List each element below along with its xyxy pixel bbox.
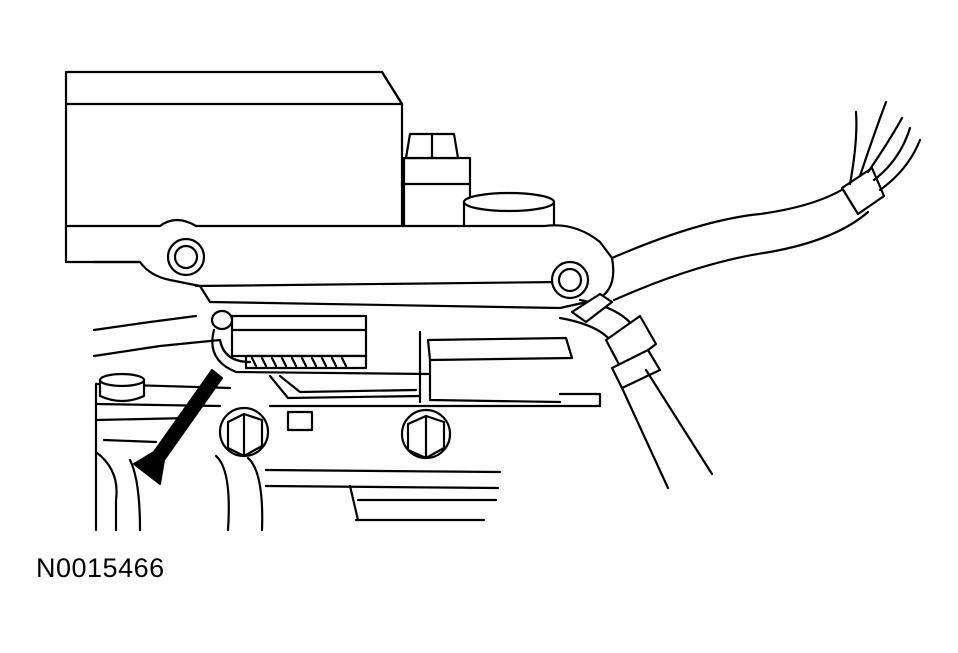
wiring-harness	[558, 100, 922, 490]
bracket	[211, 328, 574, 404]
lower-body	[92, 314, 602, 532]
upper-housing	[64, 70, 404, 232]
hex-bolt-lower-right	[400, 408, 452, 460]
figure-id-label: N0015466	[36, 553, 165, 583]
spring-assembly	[210, 309, 368, 370]
hex-bolt-top	[402, 132, 472, 234]
mounting-flange	[64, 218, 615, 310]
arrow-indicator	[133, 369, 223, 485]
hex-bolt-lower-left	[218, 406, 270, 458]
